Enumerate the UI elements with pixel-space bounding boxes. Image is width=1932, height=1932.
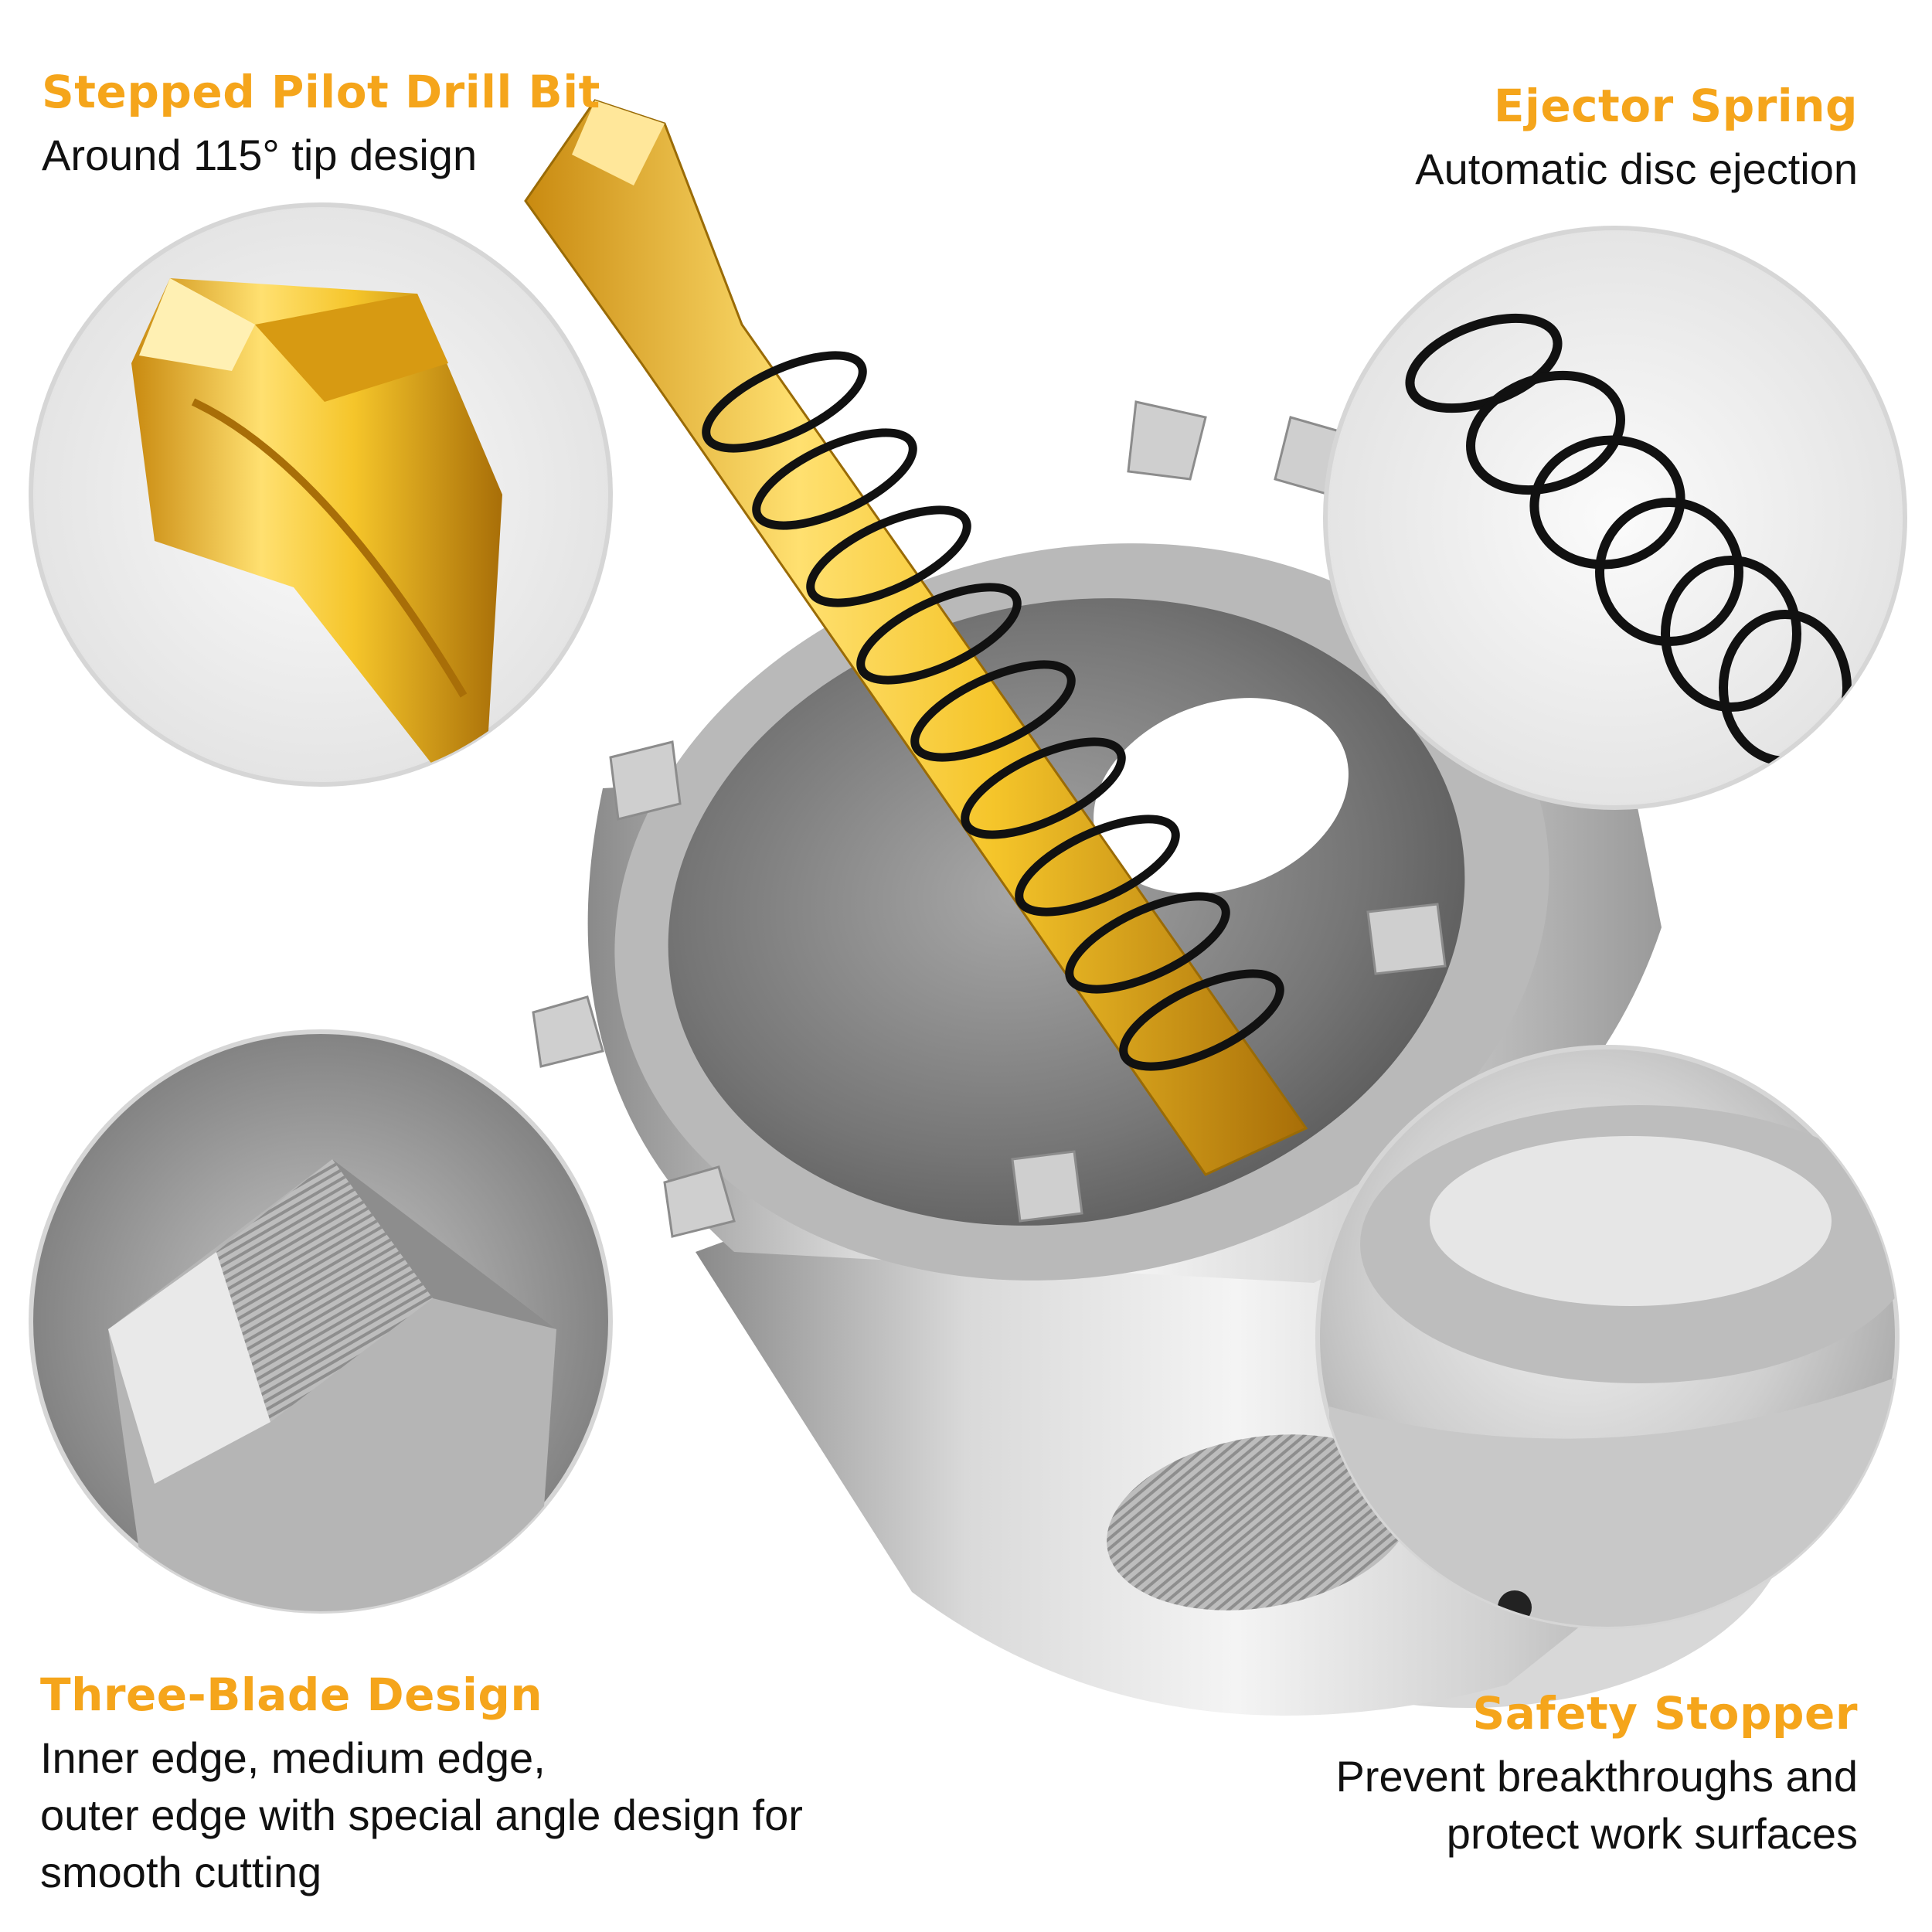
desc-line: outer edge with special angle design for	[40, 1790, 803, 1839]
feature-ejector-spring: Ejector Spring Automatic disc ejection	[1415, 80, 1858, 198]
feature-title-safety-stopper: Safety Stopper	[1472, 1687, 1858, 1740]
feature-title-ejector-spring: Ejector Spring	[1493, 80, 1858, 132]
ejector-spring	[702, 351, 1284, 1071]
feature-desc-ejector-spring: Automatic disc ejection	[1415, 141, 1858, 198]
feature-desc-safety-stopper: Prevent breakthroughs and protect work s…	[1335, 1748, 1858, 1862]
desc-line: Inner edge, medium edge,	[40, 1733, 546, 1782]
feature-three-blade: Three-Blade Design Inner edge, medium ed…	[40, 1668, 803, 1901]
feature-pilot-drill: Stepped Pilot Drill Bit Around 115° tip …	[42, 66, 600, 184]
desc-line: Automatic disc ejection	[1415, 144, 1858, 193]
feature-safety-stopper: Safety Stopper Prevent breakthroughs and…	[1335, 1689, 1858, 1862]
feature-desc-pilot-drill: Around 115° tip design	[42, 127, 600, 184]
desc-line: Around 115° tip design	[42, 130, 478, 179]
three-blade-detail-lens	[29, 1029, 613, 1614]
desc-line: protect work surfaces	[1446, 1808, 1858, 1858]
feature-title-pilot-drill: Stepped Pilot Drill Bit	[42, 66, 600, 118]
safety-stopper-detail-lens	[1315, 1045, 1900, 1629]
spring-detail-lens	[1323, 226, 1907, 810]
drill-tip-detail-lens	[29, 202, 613, 787]
desc-line: Prevent breakthroughs and	[1335, 1751, 1858, 1801]
feature-title-three-blade: Three-Blade Design	[40, 1668, 543, 1721]
feature-desc-three-blade: Inner edge, medium edge, outer edge with…	[40, 1730, 803, 1901]
desc-line: smooth cutting	[40, 1847, 322, 1896]
pilot-drill-bit	[524, 99, 1308, 1176]
